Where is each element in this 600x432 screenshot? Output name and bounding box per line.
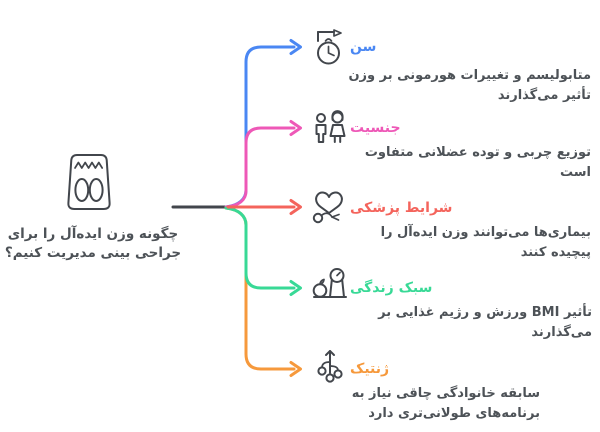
gender-description-line2: است: [559, 165, 591, 180]
medical-arrowhead-icon: [289, 199, 302, 215]
genetics-description-line2: برنامه‌های طولانی‌تری دارد: [368, 406, 540, 421]
male-female-icon: [315, 110, 346, 143]
genetics-label: ژنتیک: [350, 361, 390, 377]
medical-description-line1: بیماری‌ها می‌توانند وزن ایده‌آل را: [380, 225, 591, 240]
medical-description-line2: پیچیده کنند: [520, 245, 591, 260]
lifestyle-connector: [224, 206, 296, 290]
gender-description: توزیع چربی و توده عضلانی متفاوت است: [365, 143, 591, 183]
genetics-arrowhead-icon: [289, 361, 302, 377]
age-connector: [224, 45, 296, 209]
genetics-connector: [224, 206, 296, 371]
gender-label: جنسیت: [350, 120, 401, 136]
family-tree-icon: [317, 350, 343, 383]
lifestyle-arrowhead-icon: [289, 280, 302, 296]
age-arrowhead-icon: [289, 39, 302, 55]
center-topic-title: چگونه وزن ایده‌آل را برای جراحی بینی مدی…: [4, 225, 182, 263]
gender-description-line1: توزیع چربی و توده عضلانی متفاوت: [364, 145, 591, 160]
medical-description: بیماری‌ها می‌توانند وزن ایده‌آل را پیچید…: [381, 223, 591, 263]
center-title-line2: جراحی بینی مدیریت کنیم؟: [4, 245, 182, 261]
age-label: سن: [350, 39, 377, 55]
heart-stethoscope-icon: [312, 191, 343, 224]
gender-arrowhead-icon: [289, 120, 302, 136]
lifestyle-description-line1: تأثیر BMI ورزش و رژیم غذایی بر: [378, 305, 592, 320]
age-description: متابولیسم و تغییرات هورمونی بر وزن تأثیر…: [348, 66, 591, 106]
scale-apple-icon: [312, 268, 347, 298]
center-title-line1: چگونه وزن ایده‌آل را برای: [7, 226, 179, 242]
genetics-description: سابقه خانوادگی چاقی نیاز به برنامه‌های ط…: [352, 384, 540, 424]
age-description-line2: تأثیر می‌گذارند: [497, 88, 591, 103]
gender-connector: [224, 126, 296, 209]
lifestyle-description: تأثیر BMI ورزش و رژیم غذایی بر می‌گذارند: [378, 303, 592, 343]
age-description-line1: متابولیسم و تغییرات هورمونی بر وزن: [348, 68, 591, 83]
pocket-watch-flag-icon: [317, 29, 342, 65]
lifestyle-label: سبک زندگی: [350, 280, 433, 296]
medical-label: شرایط پزشکی: [350, 200, 453, 216]
genetics-description-line1: سابقه خانوادگی چاقی نیاز به: [351, 386, 540, 401]
lifestyle-description-line2: می‌گذارند: [531, 325, 592, 340]
weight-scale-icon: [67, 154, 111, 210]
